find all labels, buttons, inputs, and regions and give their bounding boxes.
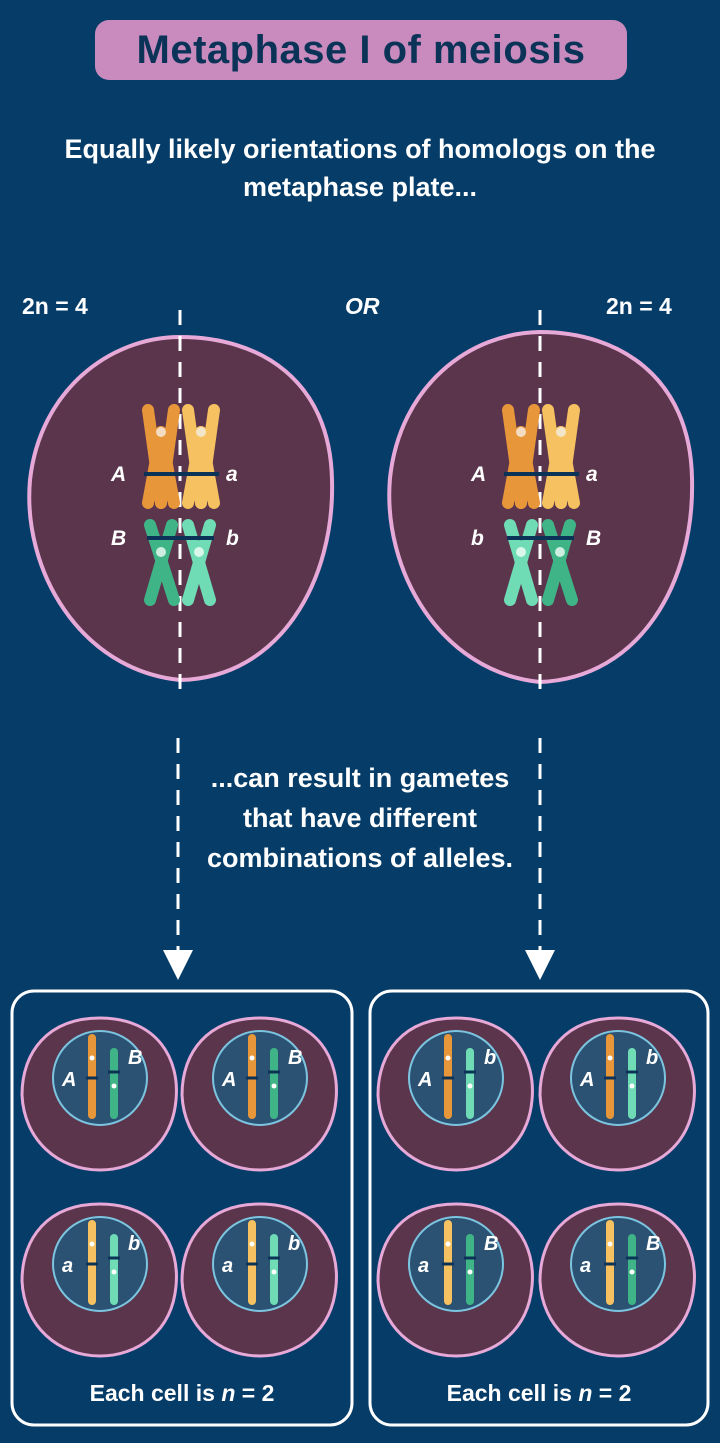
centromere [271,1269,277,1275]
centromere [629,1083,635,1089]
centromere [467,1269,473,1275]
chromosome-pair-yellow-right [542,404,580,509]
allele-label-right-bottom-left: b [471,527,484,550]
gamete-cell-right-1 [376,1016,534,1172]
gamete-right-1-allele-a: A [418,1069,433,1091]
gamete-right-2-allele-a: A [580,1069,595,1091]
nucleus [408,1216,504,1312]
gamete-right-3-allele-a: a [418,1255,430,1277]
centromere [271,1083,277,1089]
nucleus [52,1216,148,1312]
gamete-right-1-allele-b: b [484,1047,497,1069]
gamete-left-4-allele-a: a [222,1255,234,1277]
nucleus [52,1030,148,1126]
allele-label-left-bottom-left: B [111,527,127,550]
gamete-cell-right-4 [538,1202,696,1358]
gamete-cell-left-4 [180,1202,338,1358]
allele-label-right-top-right: a [586,463,598,486]
gamete-left-4-allele-b: b [288,1233,301,1255]
or-label: OR [345,293,380,319]
chromosome-pair-yellow-left [182,404,220,509]
caption-left: Each cell is n = 2 [17,1380,347,1407]
allele-label-right-bottom-right: B [586,527,602,550]
gamete-left-3-allele-b: b [128,1233,141,1255]
allele-label-right-top-left: A [471,463,487,486]
page-title: Metaphase I of meiosis [136,27,586,72]
centromere [467,1083,473,1089]
centromere [445,1055,451,1061]
gamete-left-1-allele-a: A [62,1069,77,1091]
caption-right: Each cell is n = 2 [374,1380,704,1407]
centromere [607,1241,613,1247]
metaphase-cell-left [27,310,335,700]
centromere [249,1055,255,1061]
centromere [629,1269,635,1275]
gamete-right-4-allele-b: B [646,1233,661,1255]
gamete-left-2-allele-a: A [222,1069,237,1091]
chromosome-pair-orange-right [502,404,540,509]
caption-right-prefix: Each cell is [446,1380,579,1406]
caption-left-prefix: Each cell is [89,1380,222,1406]
centromere [607,1055,613,1061]
centromere [89,1055,95,1061]
gamete-panel-right [368,989,710,1427]
chromosome-pair-orange-left [142,404,180,509]
gamete-right-3-allele-b: B [484,1233,499,1255]
caption-left-n: n [221,1380,236,1406]
gamete-left-1-allele-b: B [128,1047,143,1069]
subtitle: Equally likely orientations of homologs … [64,134,656,202]
centromere [445,1241,451,1247]
nucleus [212,1030,308,1126]
gamete-right-2-allele-b: b [646,1047,659,1069]
allele-label-left-top-left: A [111,463,127,486]
gamete-cell-left-1 [20,1016,178,1172]
centromere [111,1269,117,1275]
nucleus [212,1216,308,1312]
caption-left-suffix: = 2 [235,1380,275,1406]
caption-right-n: n [578,1380,593,1406]
gamete-cell-left-3 [20,1202,178,1358]
gamete-cell-right-3 [376,1202,534,1358]
gamete-panel-left [10,989,354,1427]
result-text: ...can result in gametes that have diffe… [206,763,514,873]
nucleus [408,1030,504,1126]
title-banner: Metaphase I of meiosis [95,20,627,80]
gamete-cell-right-2 [538,1016,696,1172]
nucleus [570,1216,666,1312]
caption-right-suffix: = 2 [592,1380,632,1406]
allele-label-left-top-right: a [226,463,238,486]
centromere [111,1083,117,1089]
gamete-cell-left-2 [180,1016,338,1172]
gamete-cells [20,1016,696,1358]
ploidy-label-left: 2n = 4 [22,293,88,319]
metaphase-cell-right [387,310,695,700]
centromere [249,1241,255,1247]
gamete-left-2-allele-b: B [288,1047,303,1069]
gamete-right-4-allele-a: a [580,1255,592,1277]
centromere [89,1241,95,1247]
ploidy-label-right: 2n = 4 [606,293,672,319]
allele-label-left-bottom-right: b [226,527,239,550]
nucleus [570,1030,666,1126]
gamete-left-3-allele-a: a [62,1255,74,1277]
